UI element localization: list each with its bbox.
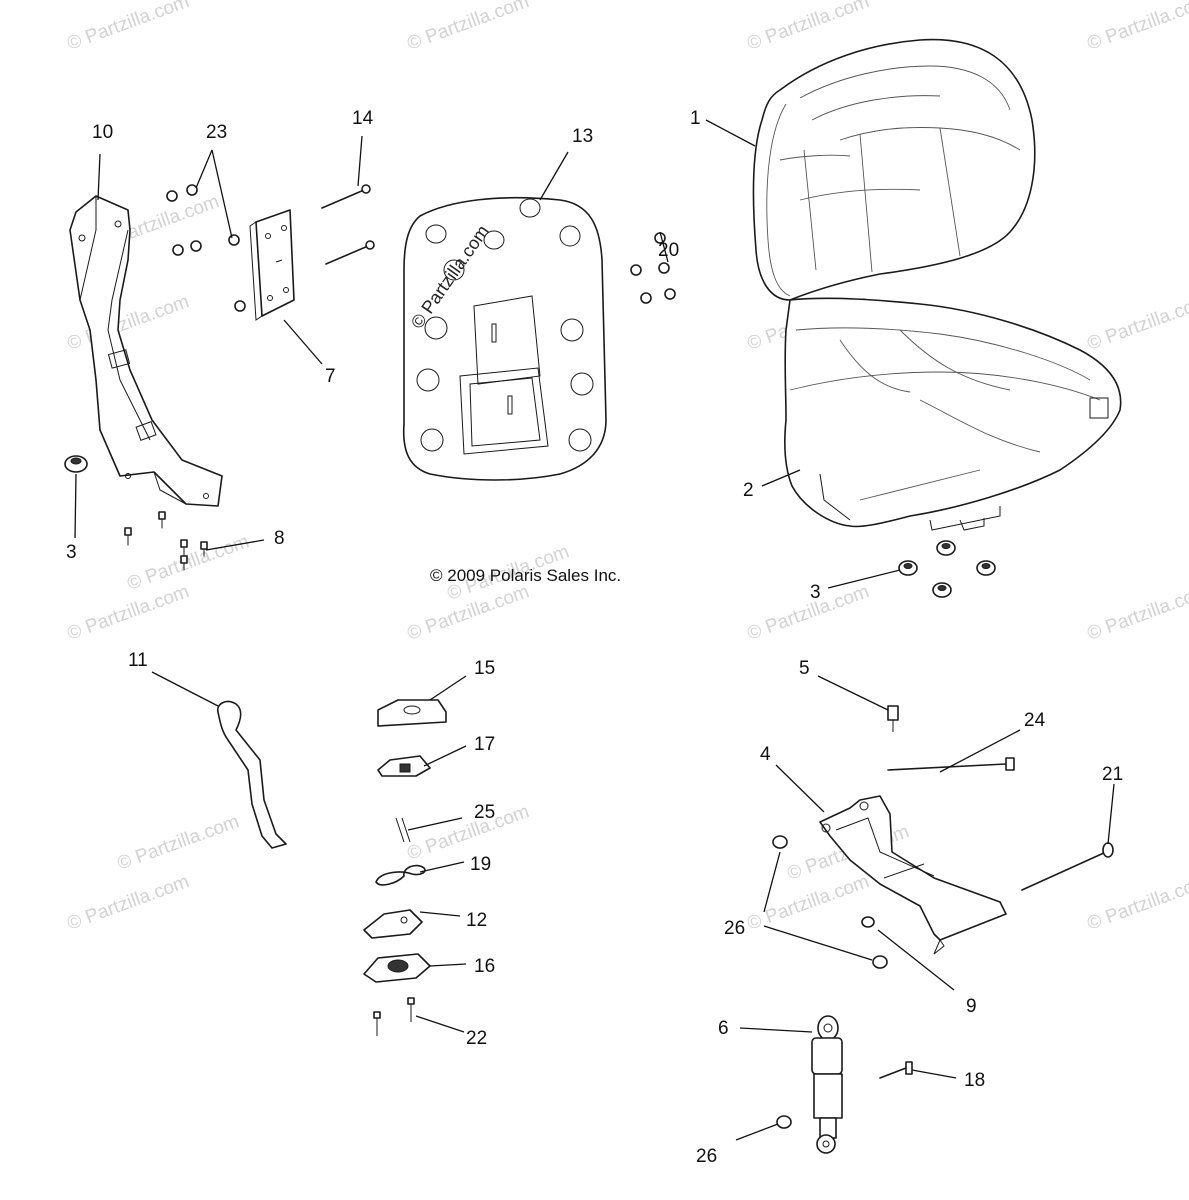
part-9-nut [861,916,875,928]
callout-1: 1 [690,108,701,129]
watermark-text: © Partzilla.com [65,581,192,645]
callout-25: 25 [474,802,495,823]
watermark-text: © Partzilla.com [1085,291,1189,355]
part-3-bumper-left [64,455,88,473]
callout-6: 6 [718,1018,729,1039]
part-6-shock [811,1015,843,1154]
part-11-strap [216,700,287,849]
part-21-bolt [1021,842,1114,891]
watermark-text: © Partzilla.com [745,0,872,55]
callout-3: 3 [810,582,821,603]
part-26-nut-upper [772,835,888,969]
part-19-clip [375,864,426,886]
part-22-screws [373,997,415,1036]
callout-12: 12 [466,910,487,931]
watermark-text: © Partzilla.com [405,0,532,55]
callout-labels: 1 2 3 3 4 5 6 7 8 9 10 11 12 13 14 15 16… [66,108,1123,1167]
callout-5: 5 [799,658,810,679]
callout-8: 8 [274,528,285,549]
part-14-long-bolts [321,184,375,265]
callout-11: 11 [128,650,148,671]
callout-4: 4 [760,744,771,765]
callout-15: 15 [474,658,495,679]
callout-10: 10 [92,122,113,143]
callout-17: 17 [474,734,495,755]
part-4-frame [819,795,1007,955]
callout-3: 3 [66,542,77,563]
copyright-notice: © 2009 Polaris Sales Inc. [430,566,621,585]
callout-14: 14 [352,108,374,129]
watermark-text: © Partzilla.com [1085,0,1189,55]
callout-18: 18 [964,1070,985,1091]
leader-lines [74,119,1115,1141]
part-23-nuts [166,184,246,312]
part-2-seat-bottom [784,297,1122,531]
part-25-pin [395,817,411,843]
callout-9: 9 [966,996,977,1017]
part-13-back-plate [402,196,607,481]
part-20-screws [630,232,676,304]
watermark-text: © Partzilla.com [745,581,872,645]
callout-21: 21 [1102,764,1123,785]
watermark-text: © Partzilla.com [1085,581,1189,645]
callout-19: 19 [470,854,491,875]
part-12-plate [363,909,423,939]
callout-26: 26 [696,1146,717,1167]
part-15-cap [377,699,447,727]
callout-13: 13 [572,126,593,147]
part-26-nut-lower [776,1115,792,1129]
part-18-bolt [879,1061,913,1079]
callout-26: 26 [724,918,745,939]
part-8-bolts [124,511,208,571]
part-1-seat-back [752,38,1036,301]
watermark-text: © Partzilla.com [65,0,192,55]
part-3-bumpers-right [898,540,996,598]
watermark-text: © Partzilla.com [745,871,872,935]
watermark-text: © Partzilla.com [65,871,192,935]
callout-24: 24 [1024,710,1046,731]
watermark-text: © Partzilla.com [405,801,532,865]
callout-22: 22 [466,1028,487,1049]
part-7-mount-plate [249,209,295,321]
part-10-seat-bracket [69,195,223,507]
part-24-bolt [887,757,1015,771]
part-16-base [363,953,431,983]
callout-7: 7 [325,366,336,387]
callout-16: 16 [474,956,495,977]
callout-23: 23 [206,122,227,143]
watermark-text: © Partzilla.com [115,811,242,875]
part-17-latch [377,755,431,777]
watermark-text: © Partzilla.com [1085,871,1189,935]
callout-20: 20 [658,240,679,261]
part-5-fitting [887,705,899,732]
callout-2: 2 [743,480,754,501]
watermark-text: © Partzilla.com [125,531,252,595]
